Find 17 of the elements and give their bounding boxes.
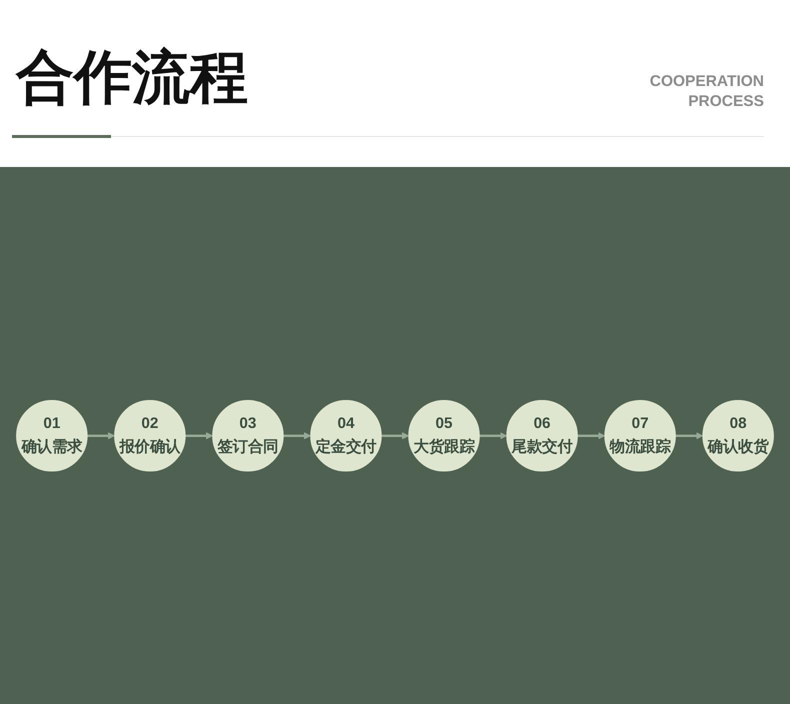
node-circle (212, 400, 284, 472)
node-circle (16, 400, 88, 472)
page-title: 合作流程 (16, 46, 248, 110)
node-circle (604, 400, 676, 472)
arrow (381, 432, 409, 440)
node-circle (702, 400, 774, 472)
arrow (675, 432, 704, 440)
arrow (577, 432, 606, 440)
arrow (87, 432, 115, 440)
arrow (185, 432, 213, 440)
arrow (283, 432, 311, 440)
node-circle (408, 400, 480, 472)
subtitle: COOPERATION PROCESS (648, 72, 764, 112)
node-circle (506, 400, 578, 472)
arrow (479, 432, 508, 440)
node-circle (310, 400, 382, 472)
node-circle (114, 400, 186, 472)
